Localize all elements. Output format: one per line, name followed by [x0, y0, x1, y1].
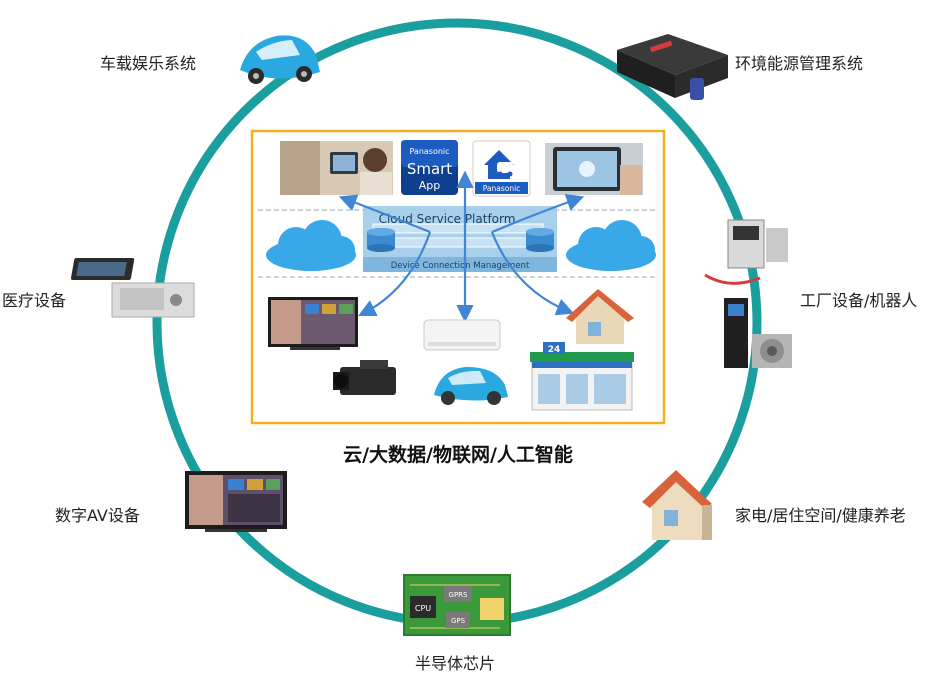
- panasonic-smart-app-icon: Panasonic Smart App: [401, 140, 458, 195]
- cloud-icon-left: [266, 220, 356, 271]
- center-title: 云/大数据/物联网/人工智能: [343, 444, 573, 466]
- smart-app-line2: App: [419, 179, 441, 192]
- smart-app-brand: Panasonic: [409, 147, 449, 156]
- connection-arrows: [338, 170, 585, 323]
- tv-icon: [185, 471, 287, 532]
- convenience-store-photo: 24: [530, 342, 634, 411]
- house-icon: [642, 470, 712, 540]
- smartphone-photo: [280, 141, 393, 195]
- welder-servo-icon: [704, 219, 792, 368]
- air-conditioner-photo: [423, 319, 501, 351]
- car-device-photo: [434, 366, 508, 405]
- house-device-photo: [566, 289, 634, 344]
- cloud-platform-label: Cloud Service Platform: [379, 212, 516, 226]
- car-icon: [240, 35, 320, 84]
- label-semiconductor: 半导体芯片: [415, 654, 496, 673]
- smart-app-line1: Smart: [407, 160, 452, 178]
- chip-gps-label: GPS: [451, 617, 466, 625]
- battery-module-icon: [617, 34, 728, 100]
- ultrasound-icon: [70, 258, 195, 318]
- tv-device-photo: [268, 297, 358, 350]
- store-badge: 24: [548, 345, 561, 355]
- panasonic-home-app-icon: Panasonic: [472, 140, 531, 197]
- chip-cpu-label: CPU: [415, 604, 431, 613]
- chip-gprs-label: GPRS: [449, 591, 469, 599]
- device-connection-label: Device Connection Management: [391, 261, 530, 271]
- label-home-health: 家电/居住空间/健康养老: [735, 506, 906, 525]
- tablet-photo: [545, 143, 643, 195]
- label-energy-management: 环境能源管理系统: [735, 54, 864, 73]
- home-app-brand: Panasonic: [483, 184, 521, 193]
- camcorder-photo: [333, 360, 396, 395]
- label-medical: 医疗设备: [2, 291, 67, 310]
- label-car-entertainment: 车载娱乐系统: [100, 54, 197, 73]
- circuit-board-icon: CPU GPRS GPS: [403, 574, 511, 636]
- label-factory-robot: 工厂设备/机器人: [800, 291, 918, 310]
- cloud-service-platform: Cloud Service Platform Device Connection…: [363, 206, 557, 272]
- label-digital-av: 数字AV设备: [55, 506, 140, 525]
- cloud-icon-right: [566, 220, 656, 271]
